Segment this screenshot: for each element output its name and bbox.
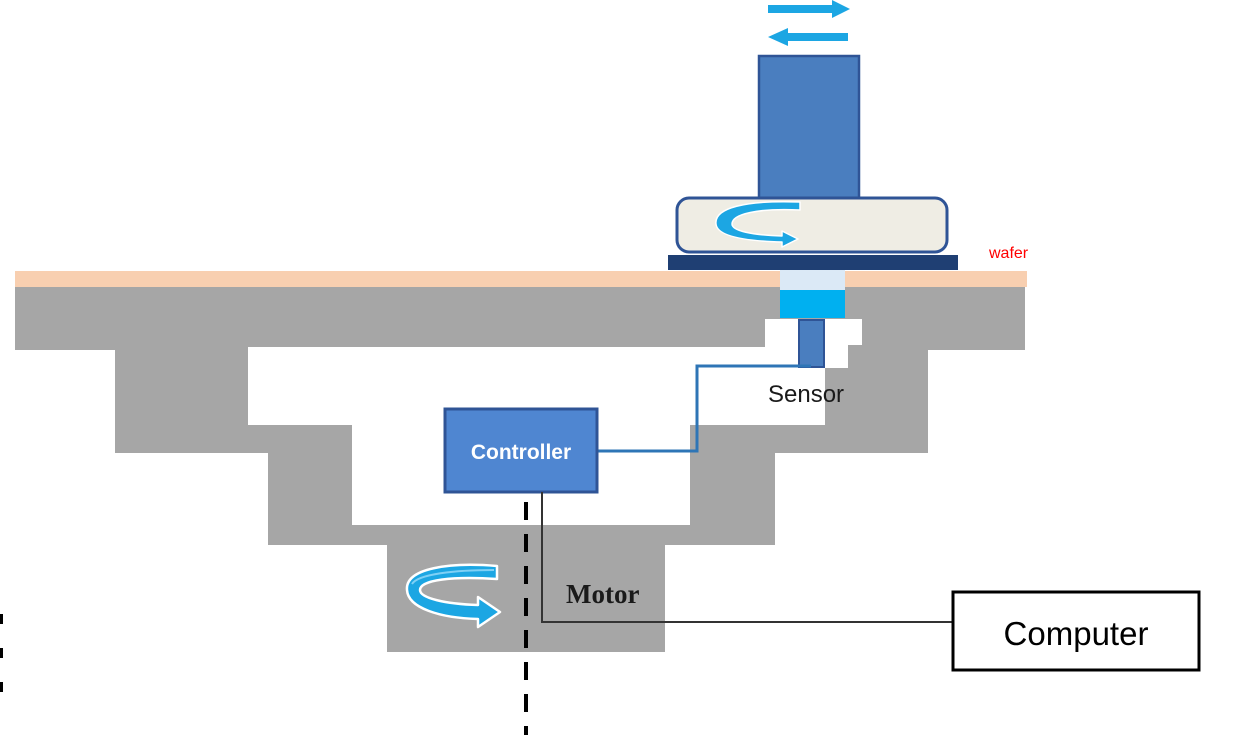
head-shaft (757, 54, 861, 200)
wafer-layer (15, 271, 1027, 287)
computer-box (951, 590, 1201, 672)
controller-box (443, 407, 599, 494)
motor-rotation-icon (405, 563, 502, 629)
head-translation-arrows-icon (768, 0, 850, 46)
sensor-controller-line (598, 364, 811, 453)
sensor-window (780, 290, 845, 318)
controller-computer-line (541, 492, 953, 623)
controller-label: Controller (471, 441, 571, 464)
computer-label: Computer (1004, 615, 1149, 652)
carrier-base (668, 255, 958, 270)
wafer-label: wafer (988, 245, 1029, 262)
carrier-rotation-icon (715, 200, 801, 248)
sensor-window-light (780, 270, 845, 290)
motor-label: Motor (566, 579, 639, 609)
edge-marks (0, 614, 3, 692)
sensor-label: Sensor (768, 381, 844, 408)
sensor-body (798, 319, 825, 368)
